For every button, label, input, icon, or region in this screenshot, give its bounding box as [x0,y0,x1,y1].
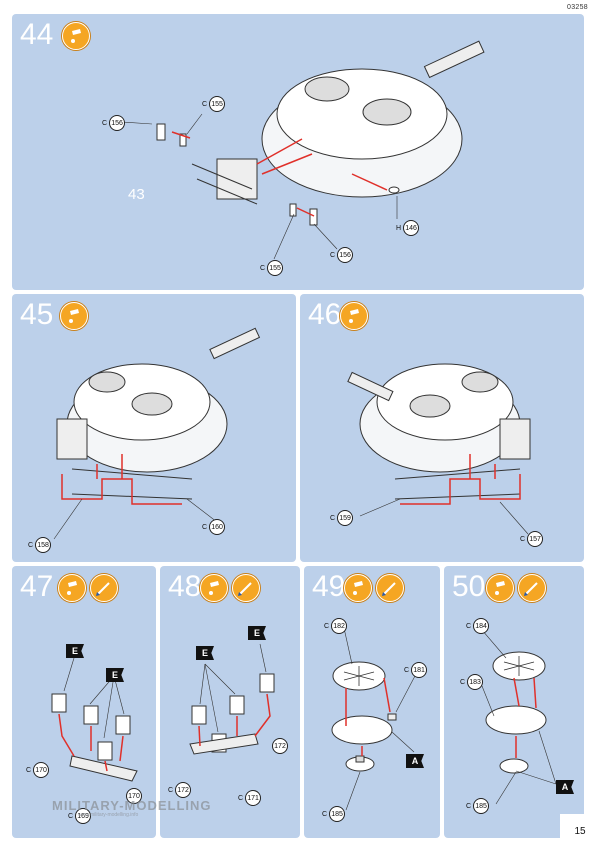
decal-flag-e: E [248,626,266,640]
step-number: 50 [452,570,486,603]
glue-icon [344,574,372,602]
part-label-c172: 172 [272,738,288,754]
paint-brush-icon [518,574,546,602]
glue-icon [58,574,86,602]
headlight-assembly-drawing [189,643,275,755]
page-number: 15 [560,814,600,848]
decal-flag-e: E [196,646,214,660]
decal-flag-e: E [66,644,84,658]
headlight-assembly-drawing [51,657,138,782]
part-label-c170: 170 [126,788,142,804]
decal-flag-a: A [406,754,424,768]
hatch-assembly-drawing [481,629,557,805]
paint-brush-icon [376,574,404,602]
glue-icon [62,22,90,50]
step-number: 47 [20,570,54,603]
step-number: 49 [312,570,346,603]
hatch-assembly-drawing [331,627,417,811]
step-number: 45 [20,298,54,331]
glue-icon [60,302,88,330]
step-reference-43: 43 [128,186,145,203]
document-code: 03258 [567,4,588,11]
turret-assembly-drawing [53,327,261,540]
step-number: 48 [168,570,202,603]
watermark: MILITARY-MODELLING [52,798,212,813]
step-number: 44 [20,18,54,51]
glue-icon [340,302,368,330]
step-number: 46 [308,298,342,331]
glue-icon [486,574,514,602]
paint-brush-icon [232,574,260,602]
watermark-url: www.military-modelling.info [78,812,139,818]
turret-assembly-drawing [121,40,485,260]
glue-icon [200,574,228,602]
decal-flag-e: E [106,668,124,682]
turret-assembly-drawing [347,363,531,535]
decal-flag-a: A [556,780,574,794]
paint-brush-icon [90,574,118,602]
